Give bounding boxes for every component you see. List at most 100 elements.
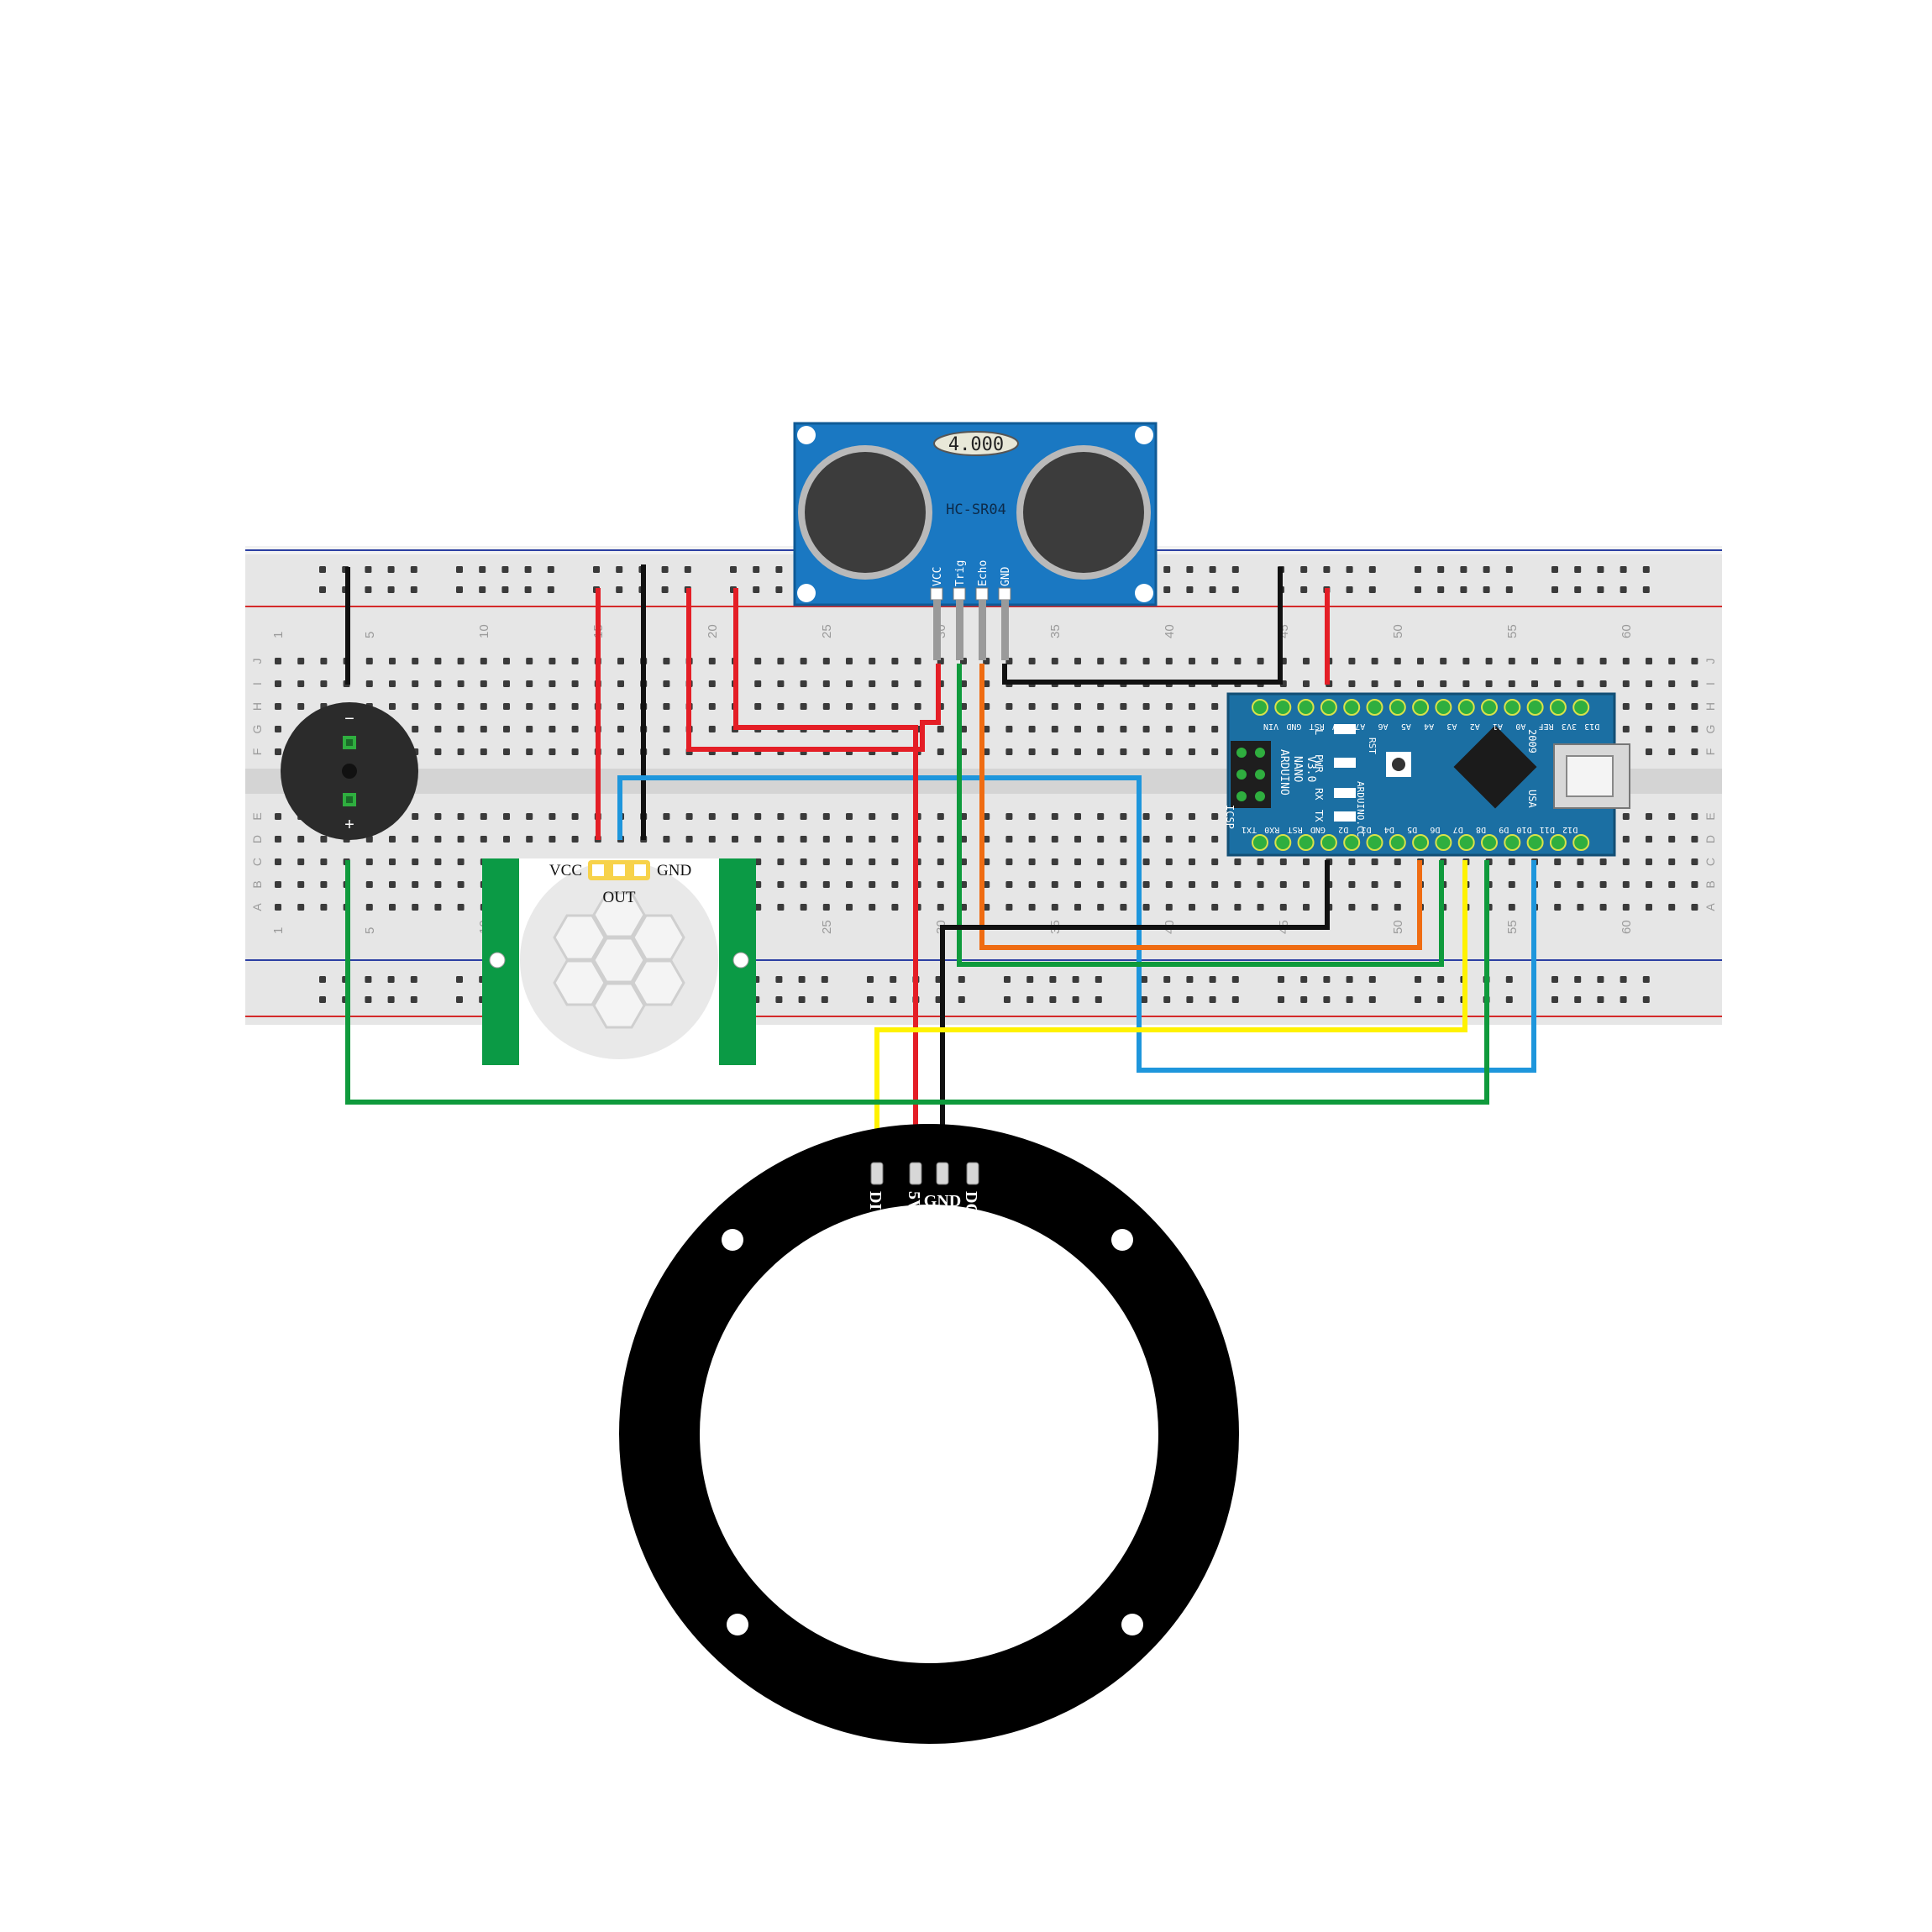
breadboard-hole xyxy=(1231,566,1239,573)
breadboard-hole xyxy=(1051,836,1058,843)
breadboard-hole xyxy=(434,726,442,732)
breadboard-hole xyxy=(1231,996,1239,1003)
breadboard-hole xyxy=(1599,881,1607,888)
breadboard-hole xyxy=(1279,858,1287,865)
buzzer-pin-plus-inner xyxy=(346,796,353,803)
breadboard-hole xyxy=(708,813,716,820)
breadboard-hole xyxy=(800,813,807,820)
breadboard-hole xyxy=(1097,836,1105,843)
breadboard-hole xyxy=(983,680,990,687)
breadboard-hole xyxy=(571,813,579,820)
pin-pad xyxy=(953,587,966,601)
breadboard-hole xyxy=(1074,726,1081,732)
breadboard-hole xyxy=(1005,836,1013,843)
breadboard-hole xyxy=(1142,858,1150,865)
breadboard-hole xyxy=(457,748,465,755)
breadboard-hole xyxy=(937,748,944,755)
breadboard-hole xyxy=(1417,658,1424,664)
breadboard-hole xyxy=(1691,904,1698,911)
row-letter: D xyxy=(250,835,264,843)
row-letter: I xyxy=(250,682,264,685)
breadboard-hole xyxy=(1485,658,1493,664)
ring-pin-5v xyxy=(909,1162,922,1185)
breadboard-hole xyxy=(1257,881,1264,888)
column-number: 55 xyxy=(1505,624,1520,638)
breadboard-hole xyxy=(387,566,395,573)
breadboard-hole xyxy=(1371,904,1378,911)
breadboard-hole xyxy=(1691,748,1698,755)
breadboard-hole xyxy=(297,680,305,687)
nano-pin xyxy=(1481,699,1498,716)
breadboard-hole xyxy=(320,658,328,664)
breadboard-hole xyxy=(549,813,556,820)
breadboard-hole xyxy=(1368,996,1376,1003)
pir-lens-cell xyxy=(632,959,685,1006)
breadboard-hole xyxy=(869,658,876,664)
nano-pin-label: A0 xyxy=(1515,722,1525,731)
nano-pin xyxy=(1504,699,1521,716)
breadboard-hole xyxy=(1371,858,1378,865)
pir-lens-cell xyxy=(592,982,646,1029)
breadboard-hole xyxy=(798,976,806,983)
breadboard-hole xyxy=(1574,586,1582,593)
breadboard-hole xyxy=(501,566,509,573)
nano-pin xyxy=(1274,834,1292,851)
breadboard-hole xyxy=(1209,996,1216,1003)
breadboard-hole xyxy=(526,836,533,843)
breadboard-hole xyxy=(1097,904,1105,911)
row-letter: J xyxy=(1704,659,1717,664)
breadboard-hole xyxy=(1211,904,1219,911)
breadboard-hole xyxy=(526,658,533,664)
breadboard-hole xyxy=(1646,748,1652,755)
breadboard-hole xyxy=(1368,586,1376,593)
breadboard-hole xyxy=(708,726,716,732)
column-number: 5 xyxy=(363,632,377,638)
icsp-pin xyxy=(1255,791,1265,801)
breadboard-hole xyxy=(1554,881,1562,888)
breadboard-hole xyxy=(890,976,897,983)
breadboard-hole xyxy=(434,836,442,843)
breadboard-hole xyxy=(1323,976,1331,983)
column-number: 1 xyxy=(271,632,286,638)
nano-pin-label: A2 xyxy=(1470,722,1480,731)
nano-pin xyxy=(1320,834,1337,851)
breadboard-hole xyxy=(1668,726,1676,732)
breadboard-hole xyxy=(1097,858,1105,865)
breadboard-hole xyxy=(914,658,921,664)
buzzer-pin-minus-inner xyxy=(346,739,353,746)
breadboard-hole xyxy=(524,586,532,593)
row-letter: A xyxy=(250,903,264,911)
breadboard-hole xyxy=(275,836,281,843)
breadboard-hole xyxy=(1508,658,1515,664)
breadboard-hole xyxy=(1211,813,1219,820)
breadboard-hole xyxy=(1371,680,1378,687)
breadboard-hole xyxy=(1142,904,1150,911)
breadboard-hole xyxy=(846,836,853,843)
nano-pin xyxy=(1457,834,1475,851)
nano-pin-label: D5 xyxy=(1407,825,1417,834)
breadboard-hole xyxy=(1691,836,1698,843)
row-letter: G xyxy=(250,725,264,734)
column-number: 50 xyxy=(1391,920,1405,934)
breadboard-hole xyxy=(1554,680,1562,687)
row-letter: F xyxy=(1704,748,1717,756)
breadboard-hole xyxy=(822,836,830,843)
led-rx xyxy=(1334,788,1356,798)
breadboard-hole xyxy=(983,748,990,755)
breadboard-hole xyxy=(1554,904,1562,911)
breadboard-hole xyxy=(661,586,669,593)
breadboard-hole xyxy=(663,748,670,755)
nano-pin-label: REF xyxy=(1539,722,1554,731)
breadboard-hole xyxy=(501,586,509,593)
pin-leg xyxy=(1001,600,1009,660)
breadboard-hole xyxy=(1189,658,1195,664)
led-l xyxy=(1334,724,1356,734)
breadboard-hole xyxy=(732,836,738,843)
breadboard-hole xyxy=(319,996,326,1003)
breadboard-hole xyxy=(1437,586,1445,593)
breadboard-hole xyxy=(1028,748,1036,755)
breadboard-hole xyxy=(1646,680,1652,687)
breadboard-hole xyxy=(1300,566,1308,573)
breadboard-hole xyxy=(1346,566,1353,573)
breadboard-hole xyxy=(663,658,670,664)
